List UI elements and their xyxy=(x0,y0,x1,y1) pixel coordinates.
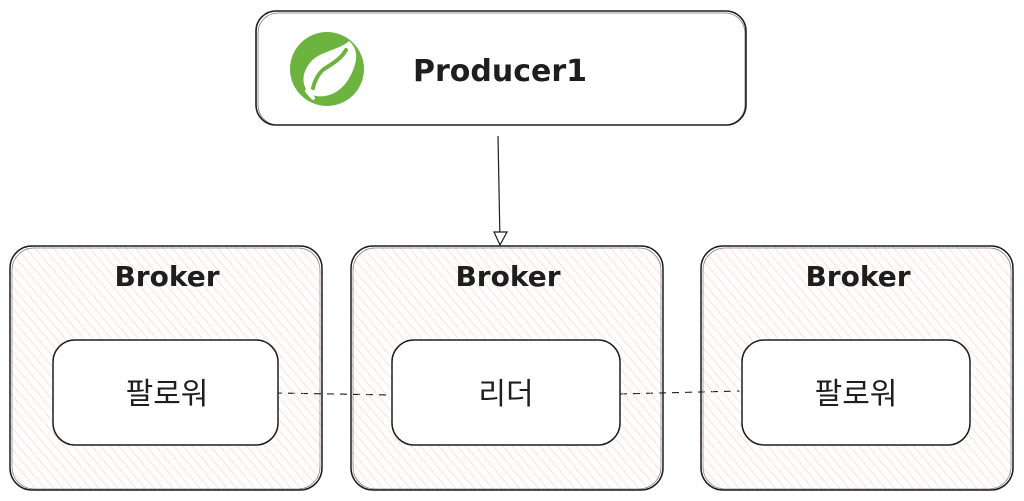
role-box xyxy=(52,339,279,446)
role-box xyxy=(391,339,621,446)
role-label: 팔로워 xyxy=(815,377,898,412)
broker-node: Broker 팔로워 xyxy=(9,245,323,491)
broker-title: Broker xyxy=(805,260,910,293)
role-box xyxy=(741,339,971,446)
broker-node: Broker 리더 xyxy=(350,245,664,491)
spring-leaf-icon xyxy=(290,32,364,106)
role-label: 팔로워 xyxy=(126,377,209,412)
broker-title: Broker xyxy=(455,260,560,293)
producer-label: Producer1 xyxy=(413,54,587,89)
produce-arrow xyxy=(493,135,509,247)
producer-node: Producer1 xyxy=(255,10,747,126)
broker-node: Broker 팔로워 xyxy=(700,245,1014,491)
role-label: 리더 xyxy=(478,377,533,412)
broker-title: Broker xyxy=(114,260,219,293)
